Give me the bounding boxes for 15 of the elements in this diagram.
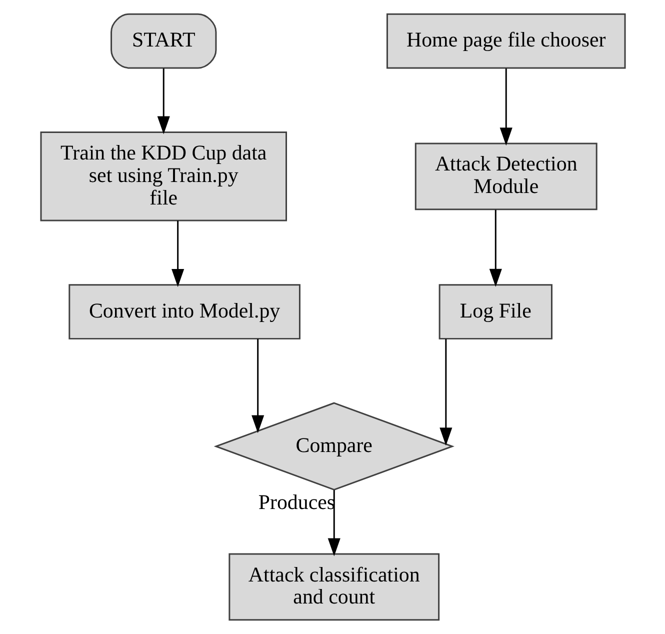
arrow	[439, 339, 452, 446]
arrow	[156, 68, 170, 134]
node-box: Log File	[438, 284, 552, 340]
arrow	[327, 490, 340, 556]
node-box: Attack Detection Module	[414, 142, 597, 210]
arrow	[171, 220, 184, 287]
node-box: START	[110, 13, 216, 69]
arrow	[251, 339, 264, 434]
node-box: Attack classification and count	[228, 553, 440, 621]
node-box: Convert into Model.py	[68, 284, 300, 340]
node-box: Home page file chooser	[386, 13, 626, 69]
edge-label: Produces	[258, 490, 335, 514]
node-box: Train the KDD Cup data set using Train.py file	[40, 132, 286, 222]
arrow	[488, 210, 502, 287]
arrow	[499, 68, 512, 146]
